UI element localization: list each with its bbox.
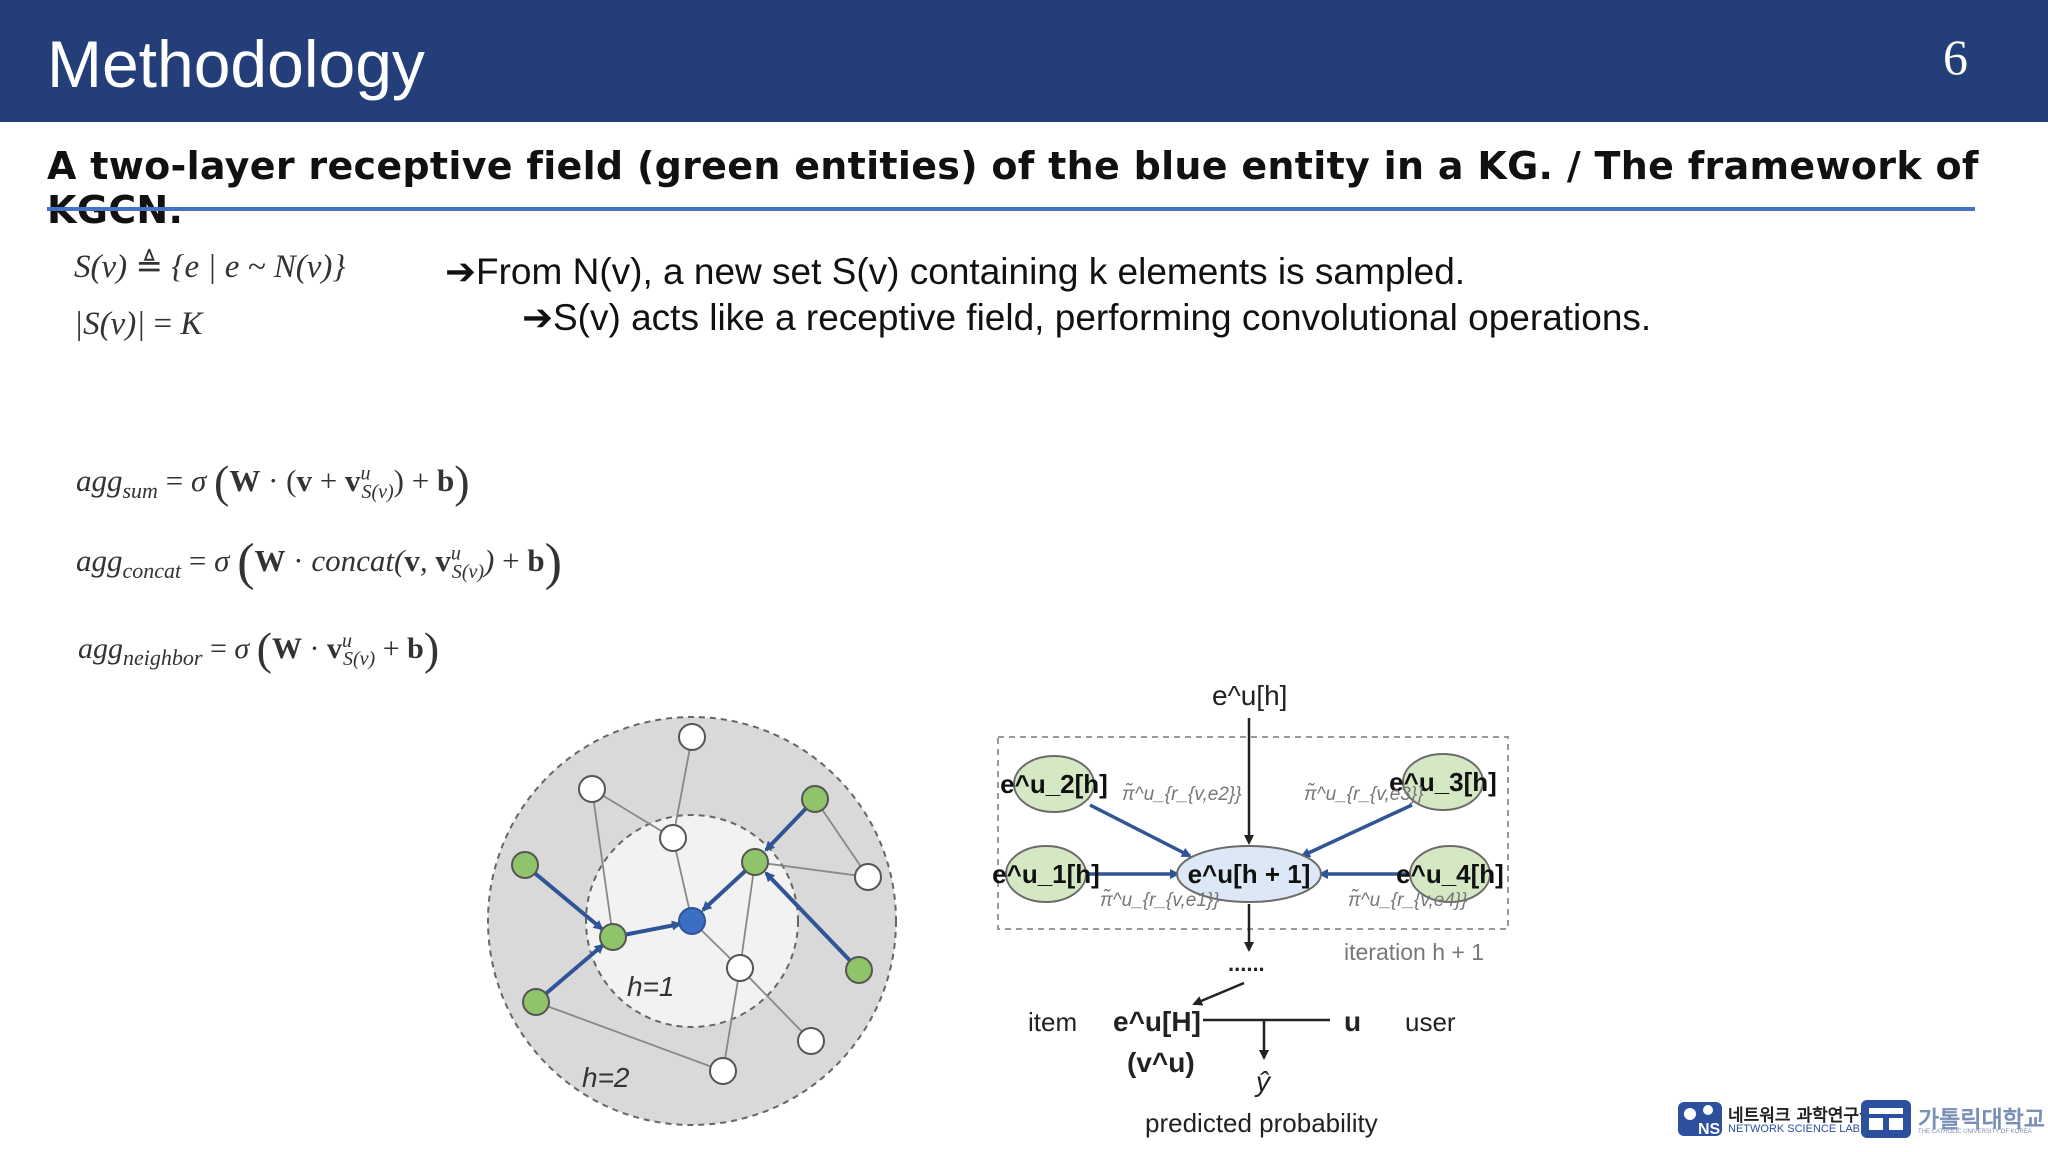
weight-label-e4: π̃^u_{r_{v,e4}} (1348, 889, 1468, 911)
bullet-receptive-field: ➔S(v) acts like a receptive field, perfo… (522, 297, 1652, 338)
lab-badge: NS (1698, 1121, 1721, 1138)
center-entity-node (678, 907, 706, 935)
university-emblem-icon (1861, 1100, 1911, 1138)
entity-node (726, 954, 754, 982)
entity-node (578, 775, 606, 803)
entity-node (797, 1027, 825, 1055)
weight-label-e2: π̃^u_{r_{v,e2}} (1122, 783, 1242, 805)
item-vector-label: e^u[H] (1113, 1006, 1201, 1037)
slide-subtitle: A two-layer receptive field (green entit… (47, 144, 1979, 232)
item-label: item (1028, 1007, 1077, 1037)
outer-ring-label: h=2 (582, 1062, 630, 1093)
neighbor-node (522, 988, 550, 1016)
entity-node (678, 723, 706, 751)
formula-sampling: S(v) ≜ {e | e ~ N(v)} (74, 249, 346, 285)
ellipsis-label: ...... (1228, 951, 1265, 976)
entity-node (709, 1057, 737, 1085)
iteration-box (997, 736, 1509, 930)
user-label: user (1405, 1007, 1456, 1037)
subtitle-divider (47, 207, 1975, 211)
aggregated-vector-node (1176, 845, 1322, 903)
neighbor-node (599, 923, 627, 951)
formula-agg-neighbor: aggneighbor = σ (W · vuS(v) + b) (78, 623, 440, 674)
neighbor-node (741, 848, 769, 876)
formula-size: |S(v)| = K (74, 306, 203, 342)
neighbor-node (511, 851, 539, 879)
neighbor-label-e1: e^u_1[h] (992, 859, 1100, 889)
page-title: Methodology (47, 27, 425, 101)
input-vector-label: e^u[h] (1212, 680, 1287, 711)
catholic-university-logo: 가톨릭대학교 THE CATHOLIC UNIVERSITY OF KOREA (1858, 1096, 2045, 1142)
receptive-field-diagram: h=1 h=2 (487, 716, 897, 1126)
graph-nodes (511, 723, 882, 1085)
item-vector-alt-label: (v^u) (1127, 1047, 1195, 1078)
final-arrow (1192, 981, 1245, 1006)
formula-agg-concat: aggconcat = σ (W · concat(v, vuS(v)) + b… (76, 534, 562, 591)
formula-agg-sum: aggsum = σ (W · (v + vuS(v)) + b) (76, 456, 470, 507)
lab-name-korean: 네트워크 과학연구실 (1728, 1106, 1875, 1126)
neighbor-node (845, 956, 873, 984)
network-science-lab-logo: NS 네트워크 과학연구실 NETWORK SCIENCE LAB (1676, 1098, 1875, 1140)
neighbor-node (801, 785, 829, 813)
neighbor-label-e2: e^u_2[h] (1000, 769, 1108, 799)
neighbor-label-e4: e^u_4[h] (1396, 859, 1504, 889)
university-name-korean: 가톨릭대학교 (1918, 1107, 2045, 1133)
center-vector-label: e^u[h + 1] (1188, 859, 1311, 889)
neighbor-vectors (1005, 753, 1491, 903)
weighted-edges (1084, 803, 1413, 879)
iteration-label: iteration h + 1 (1344, 939, 1484, 965)
output-label: predicted probability (1145, 1108, 1378, 1138)
weight-label-e1: π̃^u_{r_{v,e1}} (1100, 889, 1220, 911)
lab-name-english: NETWORK SCIENCE LAB (1728, 1123, 1861, 1135)
header-bar: Methodology 6 (0, 0, 2048, 122)
neighbor-label-e3: e^u_3[h] (1389, 767, 1497, 797)
entity-node (659, 824, 687, 852)
inner-ring-label: h=1 (627, 971, 675, 1002)
kgcn-framework-diagram: e^u[h] e^u_2[h] e^u_3[h] e^u_1[h] e^u_4[… (992, 680, 1509, 1138)
output-symbol: ŷ (1254, 1066, 1272, 1097)
weight-label-e3: π̃^u_{r_{v,e3}} (1304, 783, 1424, 805)
entity-node (854, 863, 882, 891)
page-number: 6 (1943, 29, 1968, 85)
lab-logo-icon: NS (1678, 1102, 1722, 1138)
university-name-english: THE CATHOLIC UNIVERSITY OF KOREA (1918, 1129, 2032, 1135)
user-vector-label: u (1344, 1006, 1361, 1037)
bullet-sampling: ➔From N(v), a new set S(v) containing k … (445, 251, 1466, 292)
